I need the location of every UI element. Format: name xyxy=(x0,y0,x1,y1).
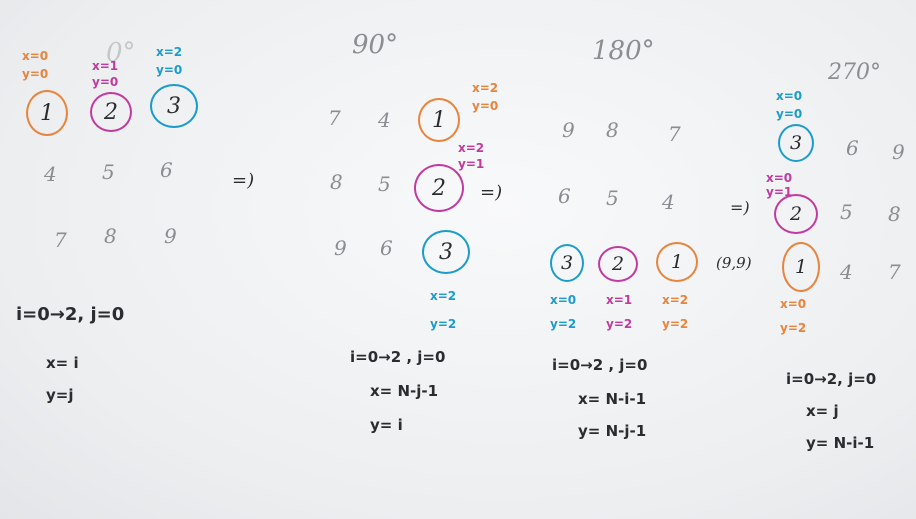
grid-cell: 6 xyxy=(380,236,393,260)
cell-value: 1 xyxy=(40,100,54,126)
cell-circle-1: 1 xyxy=(656,242,698,282)
grid-cell: 9 xyxy=(562,118,575,142)
y-formula: y= N-j-1 xyxy=(578,422,647,440)
arrow-to-270: =) xyxy=(730,198,750,217)
grid-cell: 6 xyxy=(160,158,173,182)
coord-x-3: x=0 xyxy=(776,89,803,103)
coord-x-3: x=0 xyxy=(550,293,577,307)
coord-x-2: x=2 xyxy=(458,141,485,155)
cell-value: 3 xyxy=(560,252,574,274)
cell-value: 1 xyxy=(670,251,684,273)
loop-formula: i=0→2, j=0 xyxy=(786,370,877,388)
loop-formula: i=0→2 , j=0 xyxy=(552,356,648,374)
cell-value: 2 xyxy=(789,203,803,225)
grid-cell: 4 xyxy=(662,190,675,214)
grid-cell: 7 xyxy=(54,228,67,252)
grid-cell: 9 xyxy=(164,224,177,248)
cell-circle-3: 3 xyxy=(550,244,584,282)
coord-y-3: y=0 xyxy=(776,107,803,121)
grid-cell: 8 xyxy=(330,170,343,194)
cell-value: 3 xyxy=(439,239,453,265)
loop-formula: i=0→2 , j=0 xyxy=(350,348,446,366)
grid-cell: 8 xyxy=(888,202,901,226)
y-formula: y=j xyxy=(46,386,74,404)
coord-x-1: x=0 xyxy=(22,49,49,63)
grid-cell: 8 xyxy=(104,224,117,248)
cell-value: 1 xyxy=(432,107,446,133)
coord-x-2: x=1 xyxy=(92,59,119,73)
grid-cell: 5 xyxy=(840,200,853,224)
grid-cell: 7 xyxy=(668,122,681,146)
x-formula: x= N-j-1 xyxy=(370,382,439,400)
cell-circle-2: 2 xyxy=(414,164,464,212)
coord-y-1: y=0 xyxy=(22,67,49,81)
cell-circle-1: 1 xyxy=(418,98,460,142)
grid-cell: 7 xyxy=(888,260,901,284)
grid-cell: 5 xyxy=(102,160,115,184)
cell-value: 2 xyxy=(104,99,118,125)
cell-value: 1 xyxy=(794,256,808,278)
cell-circle-3: 3 xyxy=(150,84,198,128)
y-formula: y= i xyxy=(370,416,403,434)
x-formula: x= N-i-1 xyxy=(578,390,647,408)
cell-circle-3: 3 xyxy=(422,230,470,274)
coord-y-1: y=2 xyxy=(780,321,807,335)
grid-cell: 8 xyxy=(606,118,619,142)
coord-x-3: x=2 xyxy=(156,45,183,59)
grid-cell: 7 xyxy=(328,106,341,130)
x-formula: x= i xyxy=(46,354,79,372)
cell-circle-1: 1 xyxy=(26,90,68,136)
coord-y-2: y=0 xyxy=(92,75,119,89)
coord-x-2: x=0 xyxy=(766,171,793,185)
cell-circle-1: 1 xyxy=(782,242,820,292)
cell-circle-2: 2 xyxy=(598,246,638,282)
coord-y-1: y=0 xyxy=(472,99,499,113)
x-formula: x= j xyxy=(806,402,839,420)
angle-90-label: 90° xyxy=(352,30,399,60)
coord-y-3: y=2 xyxy=(550,317,577,331)
coord-x-2: x=1 xyxy=(606,293,633,307)
coord-x-1: x=2 xyxy=(472,81,499,95)
angle-180-label: 180° xyxy=(592,36,655,66)
coord-x-3: x=2 xyxy=(430,289,457,303)
grid-cell: 4 xyxy=(840,260,853,284)
coord-y-2: y=1 xyxy=(458,157,485,171)
grid-cell: 4 xyxy=(378,108,391,132)
coord-x-1: x=0 xyxy=(780,297,807,311)
cell-value: 3 xyxy=(789,132,803,154)
grid-cell: 9 xyxy=(892,140,905,164)
coord-x-1: x=2 xyxy=(662,293,689,307)
grid-cell: 6 xyxy=(558,184,571,208)
cell-value: 3 xyxy=(167,93,181,119)
coord-y-2: y=2 xyxy=(606,317,633,331)
angle-270-label: 270° xyxy=(828,60,881,85)
coord-y-1: y=2 xyxy=(662,317,689,331)
swap-note: (9,9) xyxy=(716,254,752,272)
grid-cell: 4 xyxy=(44,162,57,186)
grid-cell: 9 xyxy=(334,236,347,260)
cell-value: 2 xyxy=(432,175,446,201)
cell-circle-2: 2 xyxy=(90,92,132,132)
cell-value: 2 xyxy=(611,253,625,275)
grid-cell: 6 xyxy=(846,136,859,160)
grid-cell: 5 xyxy=(378,172,391,196)
loop-formula: i=0→2, j=0 xyxy=(16,304,125,325)
arrow-to-180: =) xyxy=(480,182,503,203)
arrow-to-90: =) xyxy=(232,170,255,191)
y-formula: y= N-i-1 xyxy=(806,434,875,452)
cell-circle-3: 3 xyxy=(778,124,814,162)
coord-y-3: y=2 xyxy=(430,317,457,331)
grid-cell: 5 xyxy=(606,186,619,210)
coord-y-3: y=0 xyxy=(156,63,183,77)
angle-0-label: 0° xyxy=(106,38,136,68)
cell-circle-2: 2 xyxy=(774,194,818,234)
